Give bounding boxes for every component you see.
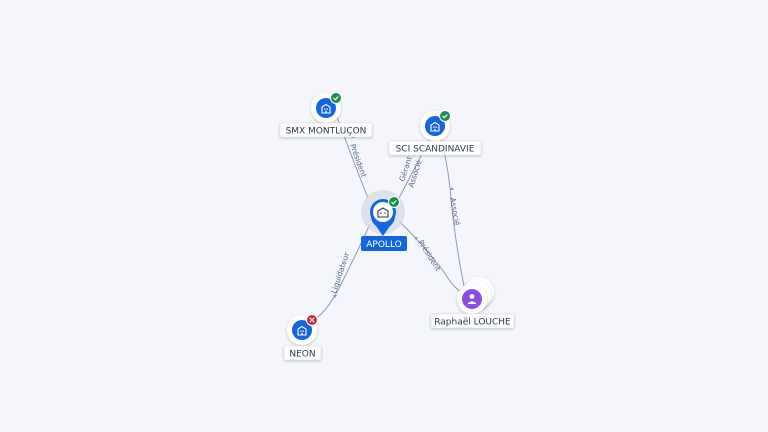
check-badge-icon [388,196,400,208]
node-neon[interactable]: NEON [283,314,322,361]
check-badge-icon [439,110,451,122]
person-node-circle [462,289,482,309]
node-label: SCI SCANDINAVIE [396,145,475,155]
edge-label-apollo-neon: Liquidateur [329,250,351,294]
building-icon [377,207,389,218]
node-smx-montlucon[interactable]: SMX MONTLUÇON [279,92,373,138]
person-icon [467,294,477,304]
node-label: SMX MONTLUÇON [286,127,367,137]
company-node-circle [292,320,312,340]
focus-label-bg [361,236,407,251]
node-label: NEON [289,350,315,360]
node-label: APOLLO [366,240,401,250]
node-apollo[interactable]: APOLLO [361,190,407,251]
edge-label-apollo-raphael: Président [416,238,442,272]
node-label: Raphaël LOUCHE [434,318,511,328]
node-raphael-louche[interactable]: Raphaël LOUCHE [430,277,515,329]
cross-badge-icon [306,314,318,326]
node-sci-scandinavie[interactable]: SCI SCANDINAVIE [388,110,482,156]
check-badge-icon [330,92,342,104]
company-node-circle [316,98,336,118]
edge-label-raphael-sci: Associé [448,197,462,227]
company-node-circle [425,116,445,136]
edge-label-apollo-smx: Président [348,143,368,179]
